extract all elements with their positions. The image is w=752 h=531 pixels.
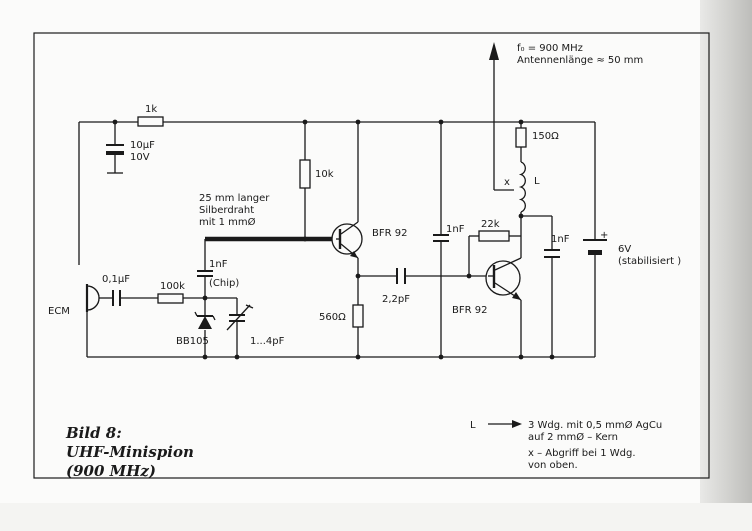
c-1nf-mid-label: 1nF	[446, 224, 465, 235]
c-10uf-label-1: 10µF	[130, 140, 155, 151]
resistor-560-symbol	[352, 304, 364, 328]
transistor-t2-symbol	[485, 257, 522, 301]
capacitor-2p2pf-symbol	[396, 268, 406, 284]
coil-l-symbol	[518, 161, 526, 213]
r-22k-label: 22k	[481, 219, 500, 230]
resistor-10k-symbol	[299, 159, 311, 189]
capacitor-1nf-mid-symbol	[433, 234, 449, 242]
legend-arrow-icon	[488, 420, 522, 428]
legend-tap-desc-1: x – Abgriff bei 1 Wdg.	[528, 448, 636, 459]
silver-wire-label-2: Silberdraht	[199, 205, 254, 216]
varactor-bb105-symbol	[194, 311, 216, 329]
capacitor-1nf-chip-symbol	[197, 270, 213, 277]
battery-plus-label: +	[600, 230, 608, 241]
r-100k-label: 100k	[160, 281, 185, 292]
transistor-t1-symbol	[331, 221, 363, 259]
c-22pf-label: 2,2pF	[382, 294, 410, 305]
silver-wire-label-1: 25 mm langer	[199, 193, 270, 204]
r-560-label: 560Ω	[319, 312, 346, 323]
figure-caption-number: Bild 8:	[66, 424, 122, 442]
legend-coil-label: L	[470, 420, 476, 431]
resistor-1k-symbol	[137, 116, 164, 127]
page-bottom-margin	[0, 503, 752, 531]
junction-dots	[112, 119, 555, 360]
capacitor-1nf-right-symbol	[544, 249, 560, 258]
battery-symbol	[583, 239, 607, 262]
resistor-22k-symbol	[478, 230, 510, 242]
diode-label: BB105	[176, 336, 209, 347]
antenna-arrow-icon	[489, 42, 499, 60]
trimmer-label: 1...4pF	[250, 336, 285, 347]
legend-coil-desc-2: auf 2 mmØ – Kern	[528, 431, 618, 443]
r-150-label: 150Ω	[532, 131, 559, 142]
antenna-length-label: Antennenlänge ≈ 50 mm	[517, 55, 643, 66]
capacitor-10uf-symbol	[106, 144, 124, 155]
figure-caption-frequency: (900 MHz)	[66, 462, 157, 480]
c-1nf-right-label: 1nF	[551, 234, 570, 245]
battery-voltage-label: 6V	[618, 244, 631, 255]
trimmer-capacitor-symbol	[226, 304, 254, 331]
wires	[78, 60, 596, 358]
legend-coil-desc-1: 3 Wdg. mit 0,5 mmØ AgCu	[528, 419, 662, 431]
r-10k-label: 10k	[315, 169, 334, 180]
c-10uf-label-2: 10V	[130, 152, 150, 163]
r-1k-label: 1k	[145, 104, 157, 115]
resistor-150-symbol	[515, 127, 527, 148]
c-1nf-chip-label-2: (Chip)	[209, 278, 239, 289]
legend-tap-desc-2: von oben.	[528, 460, 578, 471]
capacitor-01uf-symbol	[112, 290, 121, 306]
figure-caption-title: UHF-Minispion	[66, 443, 194, 461]
frequency-label: f₀ = 900 MHz	[517, 43, 583, 54]
coil-tap-label: x	[504, 177, 510, 188]
microphone-ecm-symbol	[85, 284, 103, 312]
coil-label: L	[534, 176, 540, 187]
mic-label: ECM	[48, 306, 70, 317]
t2-label: BFR 92	[452, 305, 487, 316]
battery-stabilized-label: (stabilisiert )	[618, 256, 681, 267]
c-01uf-label: 0,1µF	[102, 274, 130, 285]
silver-wire-label-3: mit 1 mmØ	[199, 216, 256, 228]
resistor-100k-symbol	[157, 293, 184, 304]
c-1nf-chip-label-1: 1nF	[209, 259, 228, 270]
t1-label: BFR 92	[372, 228, 407, 239]
figure-frame	[33, 32, 710, 479]
